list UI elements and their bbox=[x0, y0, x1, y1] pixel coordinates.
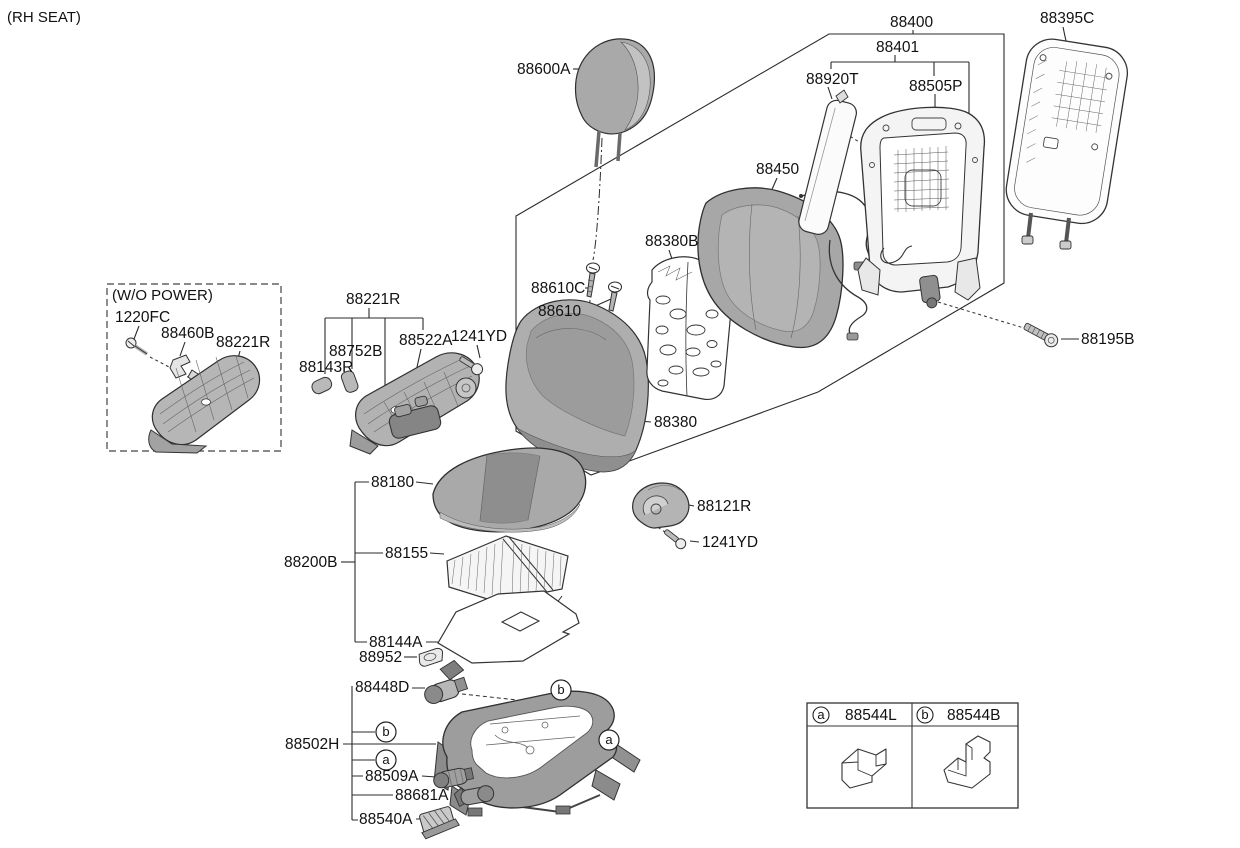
wo-power-box bbox=[106, 283, 282, 452]
label-88401[interactable]: 88401 bbox=[876, 39, 919, 56]
motor-88509a-illustration bbox=[433, 767, 475, 789]
callout-a-frame: a bbox=[598, 729, 620, 751]
callout-b-frame: b bbox=[550, 679, 572, 701]
label-88144a[interactable]: 88144A bbox=[369, 634, 423, 651]
label-88610[interactable]: 88610 bbox=[538, 303, 581, 320]
headrest-illustration bbox=[574, 38, 656, 168]
label-1220fc[interactable]: 1220FC bbox=[115, 309, 170, 326]
seatback-board-illustration bbox=[1005, 38, 1129, 250]
label-88448d[interactable]: 88448D bbox=[355, 679, 409, 696]
legend-table: a 88544L b 88544B bbox=[806, 702, 1019, 809]
cushion-cover-illustration bbox=[432, 447, 587, 533]
label-88752b[interactable]: 88752B bbox=[329, 343, 382, 360]
seatback-frame-illustration bbox=[857, 106, 986, 309]
callout-letter-a: a bbox=[605, 732, 613, 747]
label-88920t[interactable]: 88920T bbox=[806, 71, 859, 88]
label-88509a[interactable]: 88509A bbox=[365, 768, 419, 785]
label-88502h[interactable]: 88502H bbox=[285, 736, 339, 753]
label-88952[interactable]: 88952 bbox=[359, 649, 402, 666]
label-88600a[interactable]: 88600A bbox=[517, 61, 571, 78]
callout-b-left: b bbox=[375, 721, 397, 743]
label-88610c[interactable]: 88610C bbox=[531, 280, 585, 297]
label-88180[interactable]: 88180 bbox=[371, 474, 414, 491]
label-88395c[interactable]: 88395C bbox=[1040, 10, 1094, 27]
clip-b-icon bbox=[943, 735, 991, 789]
label-88460b[interactable]: 88460B bbox=[161, 325, 214, 342]
label-88540a[interactable]: 88540A bbox=[359, 811, 413, 828]
callout-letter-b: b bbox=[557, 682, 564, 697]
legend-letter-b: b bbox=[921, 707, 928, 722]
wo-power-group bbox=[106, 283, 282, 454]
label-88195b[interactable]: 88195B bbox=[1081, 331, 1134, 348]
motor-88448d-illustration bbox=[424, 659, 469, 704]
felt-pad-illustration bbox=[437, 590, 580, 664]
headrest-screws-illustration bbox=[585, 262, 623, 320]
label-wo-power: (W/O POWER) bbox=[112, 287, 213, 304]
label-88400[interactable]: 88400 bbox=[890, 14, 933, 31]
label-88681a[interactable]: 88681A bbox=[395, 787, 449, 804]
page-title: (RH SEAT) bbox=[7, 9, 81, 26]
side-airbag-illustration bbox=[798, 89, 868, 341]
label-1241yd-side[interactable]: 1241YD bbox=[451, 328, 507, 345]
clip-88952-illustration bbox=[418, 647, 444, 667]
label-1241yd-guide[interactable]: 1241YD bbox=[702, 534, 758, 551]
bolt-88195b-illustration bbox=[1023, 322, 1059, 348]
label-88221r[interactable]: 88221R bbox=[346, 291, 400, 308]
part-labels: 88600A 88400 88401 88920T 88505P 88395C … bbox=[112, 10, 1134, 828]
label-88121r[interactable]: 88121R bbox=[697, 498, 751, 515]
label-88143r[interactable]: 88143R bbox=[299, 359, 353, 376]
headrest-guide-illustration bbox=[632, 482, 690, 550]
label-88450[interactable]: 88450 bbox=[756, 161, 799, 178]
label-88200b[interactable]: 88200B bbox=[284, 554, 337, 571]
label-88505p[interactable]: 88505P bbox=[909, 78, 962, 95]
cushion-pan-illustration bbox=[446, 535, 569, 613]
callout-letter-b: b bbox=[382, 724, 389, 739]
callout-letter-a: a bbox=[382, 752, 390, 767]
side-cover-group bbox=[311, 352, 484, 455]
label-88380b[interactable]: 88380B bbox=[645, 233, 698, 250]
legend-letter-a: a bbox=[817, 707, 825, 722]
module-88540a-illustration bbox=[419, 806, 460, 840]
label-88544l[interactable]: 88544L bbox=[845, 707, 897, 724]
motor-88681a-illustration bbox=[453, 785, 495, 807]
callout-a-left: a bbox=[375, 749, 397, 771]
label-88221r-wo-power[interactable]: 88221R bbox=[216, 334, 270, 351]
label-88380[interactable]: 88380 bbox=[654, 414, 697, 431]
label-88522a[interactable]: 88522A bbox=[399, 332, 453, 349]
label-88544b[interactable]: 88544B bbox=[947, 707, 1000, 724]
label-88155[interactable]: 88155 bbox=[385, 545, 428, 562]
seatback-cover-illustration bbox=[505, 299, 649, 473]
clip-a-icon bbox=[841, 748, 887, 789]
